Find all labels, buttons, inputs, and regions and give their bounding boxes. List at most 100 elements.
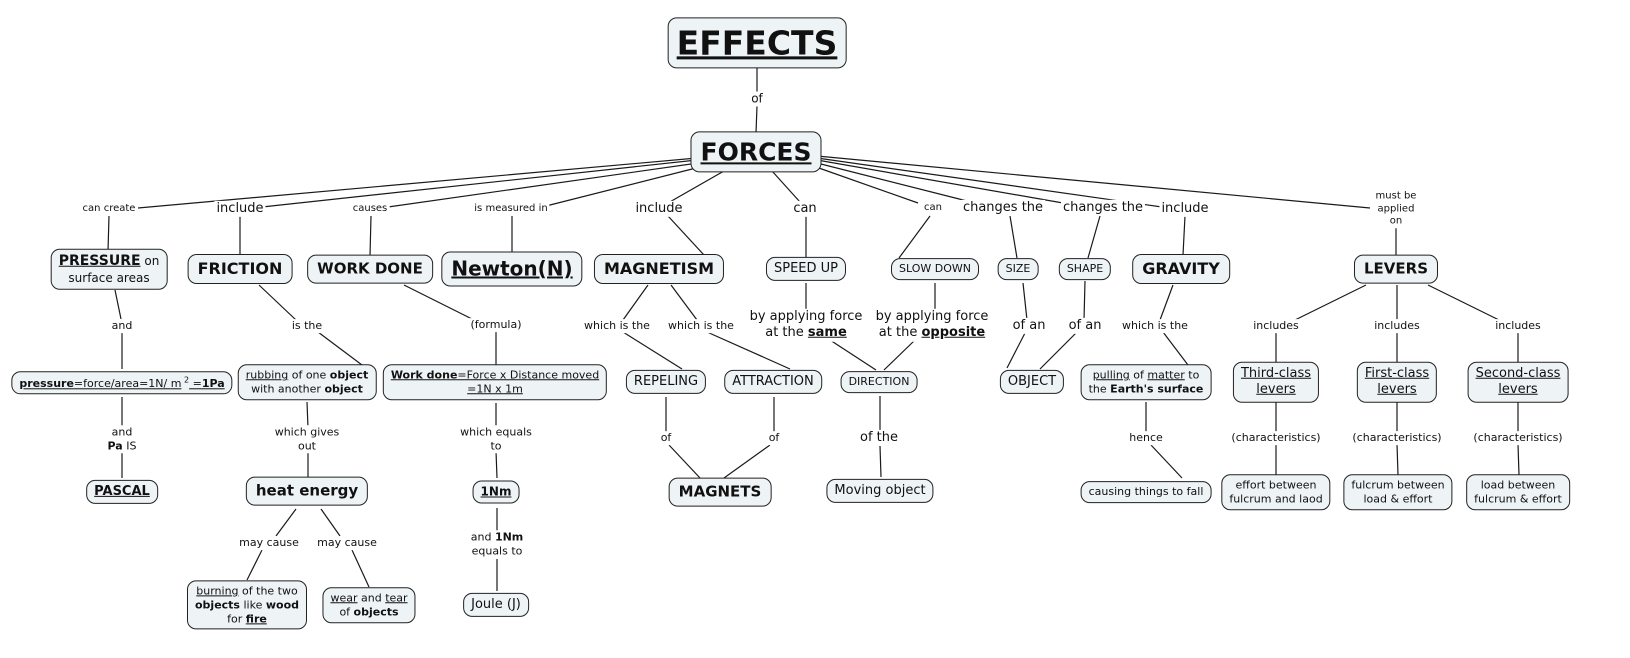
node-text-line: wear and tear [330, 591, 407, 605]
connector-line [1039, 332, 1077, 370]
node-shape[interactable]: SHAPE [1058, 258, 1112, 280]
node-moving-object[interactable]: Moving object [826, 478, 934, 504]
node-attraction[interactable]: ATTRACTION [724, 369, 822, 395]
connector-line [351, 549, 370, 588]
link-text-line: on [1389, 215, 1403, 227]
connector-line [1517, 443, 1520, 476]
node-rubbing[interactable]: rubbing of one object with another objec… [237, 364, 377, 400]
node-text: of one [288, 368, 330, 382]
link-characteristics-third: (characteristics) [1229, 431, 1323, 445]
node-gravity[interactable]: GRAVITY [1132, 254, 1230, 284]
node-burning[interactable]: burning of the two objects like wood for… [186, 580, 308, 630]
node-joule[interactable]: Joule (J) [463, 592, 529, 618]
node-text-line: Second-class [1475, 365, 1561, 381]
connector-line [670, 284, 698, 321]
connector-line [545, 166, 701, 207]
connector-line [1150, 444, 1183, 479]
link-of-attract: of [766, 431, 782, 445]
superscript: 2 [184, 375, 190, 385]
node-wear-tear[interactable]: wear and tear of objects [322, 587, 416, 623]
node-text-line: of objects [330, 605, 407, 619]
node-direction[interactable]: DIRECTION [840, 371, 918, 393]
link-and-pa-is: and Pa IS [105, 425, 139, 453]
node-pressure-formula[interactable]: pressure=force/area=1N/ m 2 =1Pa [11, 371, 233, 395]
node-slow-down[interactable]: SLOW DOWN [891, 258, 979, 280]
link-text: same [807, 325, 847, 340]
link-and-1nm-equals: and 1Nm equals to [468, 530, 526, 558]
node-text: of [339, 605, 354, 618]
node-text: on [140, 253, 160, 268]
node-text: like [239, 598, 266, 612]
connector-line [1009, 215, 1018, 259]
connector-line [622, 331, 683, 370]
connector-line [275, 508, 297, 537]
node-magnets[interactable]: MAGNETS [668, 477, 772, 507]
node-object[interactable]: OBJECT [999, 369, 1065, 395]
link-text-line: by applying force [875, 308, 989, 324]
connector-line [668, 444, 701, 479]
connector-line [1022, 282, 1028, 321]
node-text: of the two [238, 584, 298, 598]
node-first-class-levers[interactable]: First-class levers [1356, 361, 1438, 403]
node-text: Earth's surface [1110, 382, 1204, 395]
node-first-characteristics[interactable]: fulcrum between load & effort [1343, 474, 1453, 510]
link-text-line: equals to [471, 544, 523, 557]
connector-line [369, 215, 372, 257]
node-text: m [170, 376, 182, 390]
connector-line [137, 157, 698, 209]
node-text-line: surface areas [68, 270, 150, 285]
connector-line [815, 166, 919, 204]
node-text: object [324, 382, 363, 395]
link-characteristics-first: (characteristics) [1350, 431, 1444, 445]
connector-line [829, 339, 877, 371]
node-second-characteristics[interactable]: load between fulcrum & effort [1466, 474, 1570, 510]
node-text-line: levers [1377, 382, 1417, 397]
node-text-line: First-class [1364, 365, 1430, 381]
node-text: and [357, 591, 386, 605]
node-text: wood [265, 598, 300, 612]
node-work-formula[interactable]: Work done=Force x Distance moved =1N x 1… [382, 364, 608, 400]
node-second-class-levers[interactable]: Second-class levers [1467, 361, 1569, 403]
node-text-line: objects like wood [195, 598, 299, 612]
node-work-done[interactable]: WORK DONE [307, 254, 433, 284]
node-third-class-levers[interactable]: Third-class levers [1232, 361, 1320, 403]
connector-line [755, 105, 758, 134]
node-speed-up[interactable]: SPEED UP [765, 256, 847, 282]
link-text-line: applied [1377, 202, 1415, 214]
node-causing-fall[interactable]: causing things to fall [1080, 481, 1212, 503]
link-is-the: is the [289, 319, 325, 333]
node-text: pulling [1092, 368, 1130, 382]
node-text: 2 [181, 375, 189, 384]
node-pascal[interactable]: PASCAL [86, 479, 158, 505]
node-text-line: effort between [1235, 478, 1317, 492]
node-third-characteristics[interactable]: effort between fulcrum and laod [1221, 474, 1331, 510]
connector-line [1182, 215, 1186, 256]
node-text-line: Work done=Force x Distance moved [391, 368, 599, 382]
node-pulling[interactable]: pulling of matter to the Earth's surface [1080, 364, 1212, 400]
link-text: at the [878, 325, 922, 340]
link-includes-third: includes [1251, 319, 1301, 333]
node-size[interactable]: SIZE [997, 258, 1039, 280]
link-can-create: can create [80, 202, 138, 216]
node-forces[interactable]: FORCES [690, 131, 822, 173]
node-text-line: levers [1498, 382, 1538, 397]
node-text: = [189, 376, 202, 390]
link-text: and [470, 530, 495, 544]
node-newton[interactable]: Newton(N) [441, 251, 583, 287]
node-effects[interactable]: EFFECTS [667, 17, 847, 69]
node-text: object [329, 368, 369, 382]
node-1nm[interactable]: 1Nm [472, 480, 520, 504]
node-pressure[interactable]: PRESSURE on surface areas [50, 248, 168, 290]
node-text-line: PRESSURE on [59, 253, 160, 271]
link-include-friction: include [214, 200, 266, 218]
link-of-an-shape: of an [1066, 317, 1104, 335]
node-magnetism[interactable]: MAGNETISM [593, 254, 725, 284]
node-friction[interactable]: FRICTION [187, 254, 293, 284]
link-of: of [749, 91, 765, 107]
connector-line [898, 215, 931, 259]
node-heat-energy[interactable]: heat energy [245, 476, 369, 506]
connector-line [1427, 284, 1500, 321]
node-levers[interactable]: LEVERS [1353, 254, 1439, 284]
node-repeling[interactable]: REPELING [625, 369, 707, 395]
